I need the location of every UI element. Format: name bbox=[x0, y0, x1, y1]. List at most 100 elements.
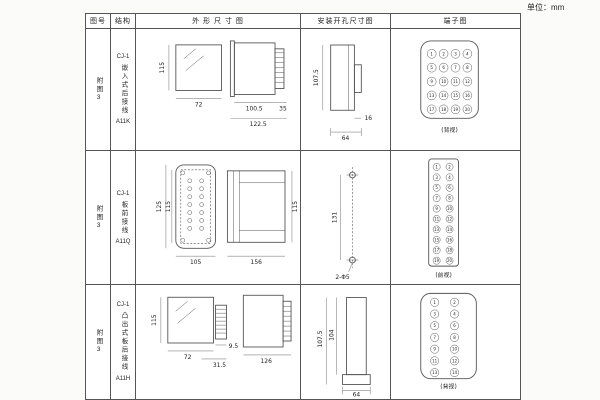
dim-install-h1: 107.5 bbox=[317, 330, 324, 347]
outline-svg-row1: 115 72 100.5 35 122.5 bbox=[159, 40, 287, 128]
header-fig-no: 图号 bbox=[86, 14, 111, 29]
dim-total: 126 bbox=[261, 358, 273, 365]
dim-body: 100.5 bbox=[246, 105, 263, 112]
header-outline: 外 形 尺 寸 图 bbox=[136, 14, 301, 29]
mount-label: 嵌入式后接线 bbox=[120, 64, 127, 115]
svg-text:10: 10 bbox=[441, 79, 447, 84]
svg-text:1: 1 bbox=[430, 51, 433, 56]
dim-total: 122.5 bbox=[250, 121, 267, 128]
svg-text:8: 8 bbox=[466, 65, 469, 70]
svg-text:3: 3 bbox=[454, 51, 457, 56]
view-label: (前视) bbox=[435, 271, 452, 279]
install-drawing-row1: 107.5 16 64 bbox=[301, 29, 391, 151]
dim-width: 72 bbox=[184, 354, 192, 361]
svg-text:5: 5 bbox=[435, 185, 438, 190]
svg-text:2: 2 bbox=[453, 300, 456, 305]
svg-text:6: 6 bbox=[448, 185, 451, 190]
svg-text:20: 20 bbox=[465, 107, 471, 112]
svg-text:14: 14 bbox=[441, 93, 447, 98]
svg-text:9: 9 bbox=[435, 206, 438, 211]
svg-text:9: 9 bbox=[433, 347, 436, 352]
code-label: A11Q bbox=[115, 238, 131, 245]
svg-text:6: 6 bbox=[442, 65, 445, 70]
svg-text:5: 5 bbox=[430, 65, 433, 70]
svg-text:18: 18 bbox=[441, 107, 447, 112]
structure-row1: CJ-1 嵌入式后接线 A11K bbox=[111, 29, 136, 151]
svg-text:10: 10 bbox=[452, 347, 458, 352]
svg-text:3: 3 bbox=[433, 312, 436, 317]
dim-pin-width: 31.5 bbox=[213, 362, 226, 369]
dim-install-h: 107.5 bbox=[313, 69, 320, 86]
header-install: 安装开孔尺寸图 bbox=[301, 14, 391, 29]
svg-text:1: 1 bbox=[433, 300, 436, 305]
header-structure: 结构 bbox=[111, 14, 136, 29]
svg-text:3: 3 bbox=[435, 175, 438, 180]
svg-text:14: 14 bbox=[452, 370, 458, 375]
svg-text:19: 19 bbox=[453, 107, 459, 112]
svg-text:16: 16 bbox=[465, 93, 471, 98]
model-label: CJ-1 bbox=[116, 302, 130, 309]
outline-drawing-row3: 115 72 9.5 31.5 bbox=[136, 285, 301, 400]
fig-no-row2: 附图3 bbox=[86, 151, 111, 285]
dim-front-h1: 125 bbox=[156, 201, 163, 213]
model-label: CJ-1 bbox=[116, 190, 130, 197]
svg-text:12: 12 bbox=[447, 216, 453, 221]
dim-pin: 35 bbox=[279, 105, 287, 112]
dim-width: 72 bbox=[195, 101, 203, 108]
svg-text:19: 19 bbox=[434, 258, 440, 263]
svg-text:9: 9 bbox=[430, 79, 433, 84]
dim-height: 115 bbox=[151, 314, 158, 326]
hole-spec: 2-Φ5 bbox=[335, 274, 350, 281]
dim-side-h: 115 bbox=[292, 201, 299, 213]
svg-text:8: 8 bbox=[448, 196, 451, 201]
outline-drawing-row2: 125 115 105 156 115 bbox=[136, 151, 301, 285]
svg-text:4: 4 bbox=[466, 51, 469, 56]
svg-text:5: 5 bbox=[433, 323, 436, 328]
dim-side-l: 156 bbox=[251, 259, 263, 266]
code-label: A11H bbox=[115, 375, 131, 382]
dim-front-h2: 115 bbox=[165, 201, 172, 213]
dim-install-w1: 16 bbox=[364, 115, 372, 122]
install-drawing-row3: 107.5 104 64 bbox=[301, 285, 391, 400]
svg-text:15: 15 bbox=[453, 93, 459, 98]
fig-no-text: 附图3 bbox=[95, 329, 102, 355]
structure-row3: CJ-1 凸出式板后接线 A11H bbox=[111, 285, 136, 400]
dim-install-w2: 64 bbox=[342, 135, 350, 142]
svg-text:1: 1 bbox=[435, 164, 438, 169]
dim-hole-spacing: 131 bbox=[332, 212, 339, 224]
svg-text:6: 6 bbox=[453, 323, 456, 328]
outline-svg-row2: 125 115 105 156 115 bbox=[156, 164, 299, 266]
svg-text:11: 11 bbox=[432, 358, 438, 363]
svg-text:2: 2 bbox=[442, 51, 445, 56]
model-label: CJ-1 bbox=[116, 54, 130, 60]
dim-install-h2: 104 bbox=[329, 329, 336, 341]
svg-text:13: 13 bbox=[434, 227, 440, 232]
svg-text:11: 11 bbox=[434, 216, 440, 221]
dim-install-w: 64 bbox=[353, 391, 361, 398]
svg-text:7: 7 bbox=[435, 196, 438, 201]
svg-text:13: 13 bbox=[432, 370, 438, 375]
svg-text:20: 20 bbox=[447, 258, 453, 263]
svg-text:7: 7 bbox=[433, 335, 436, 340]
install-drawing-row2: 131 2-Φ5 bbox=[301, 151, 391, 285]
structure-row2: CJ-1 板前接线 A11Q bbox=[111, 151, 136, 285]
svg-text:4: 4 bbox=[453, 312, 456, 317]
mount-label: 凸出式板后接线 bbox=[120, 312, 127, 372]
svg-text:17: 17 bbox=[429, 107, 435, 112]
svg-text:12: 12 bbox=[452, 358, 458, 363]
spec-table: 图号 结构 外 形 尺 寸 图 安装开孔尺寸图 端子图 附图3 CJ-1 嵌入式… bbox=[85, 13, 521, 400]
view-label: (背视) bbox=[440, 383, 457, 391]
fig-no-text: 附图3 bbox=[95, 204, 102, 231]
svg-text:10: 10 bbox=[447, 206, 453, 211]
view-label: (背视) bbox=[441, 126, 458, 134]
fig-no-row3: 附图3 bbox=[86, 285, 111, 400]
outline-drawing-row1: 115 72 100.5 35 122.5 bbox=[136, 29, 301, 151]
dim-front-w: 105 bbox=[190, 259, 202, 266]
